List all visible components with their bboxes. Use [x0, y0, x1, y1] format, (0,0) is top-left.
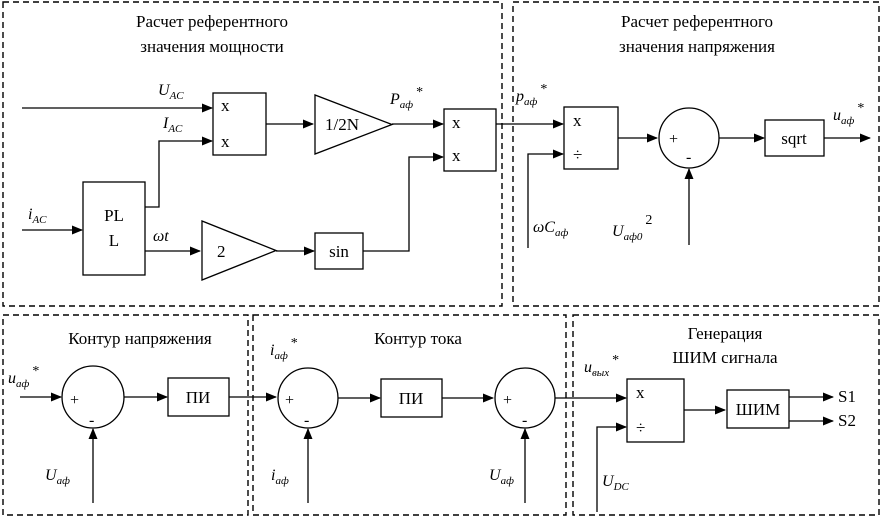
wire-sin-to-mult2	[363, 152, 444, 252]
wire-i-ac-cap	[145, 136, 213, 208]
pi-controller-current	[380, 378, 443, 418]
label-i-af-ref: iаф*	[270, 336, 298, 362]
label-omega-c: ωCаф	[533, 219, 568, 239]
wire-u-dc	[596, 422, 627, 512]
multiplier-2-input-x-top: x	[452, 113, 461, 132]
frame-current-loop	[252, 314, 567, 516]
pll-label-line1: PL	[104, 206, 124, 225]
label-p-af-ref-lower: pаф*	[515, 82, 547, 108]
sum-vr-minus: -	[686, 149, 691, 166]
label-u-af-fb-voltage: Uаф	[45, 467, 70, 487]
wire-omega-c	[527, 149, 564, 248]
multiplier-2-input-x-bottom: x	[452, 146, 461, 165]
power-title-line1: Расчет референтного	[136, 12, 288, 31]
sum-out-plus: +	[503, 392, 512, 409]
divider-2-input-x: x	[636, 383, 645, 402]
label-omega-t: ωt	[153, 228, 169, 245]
frame-voltage-reference	[512, 1, 880, 307]
sum-cl-plus: +	[285, 392, 294, 409]
label-i-ac: iAC	[28, 206, 47, 226]
pll-label-line2: L	[109, 231, 119, 250]
pwm-block	[726, 389, 790, 429]
sum-vl-minus: -	[89, 412, 94, 429]
label-i-af-fb: iаф	[271, 467, 289, 487]
frame-voltage-loop	[2, 314, 249, 516]
sin-label: sin	[329, 242, 349, 261]
pi-voltage-label: ПИ	[186, 388, 211, 407]
divider-block-2	[626, 378, 685, 443]
label-u-af-ref-out: uаф*	[833, 101, 864, 127]
multiplier-block-2	[443, 108, 497, 172]
divider-1-input-x: x	[573, 111, 582, 130]
divider-2-input-div: ÷	[636, 418, 645, 437]
voltage-title-line2: значения напряжения	[619, 37, 775, 56]
gain-two-label: 2	[217, 242, 226, 261]
label-u-ac: UAC	[158, 82, 184, 102]
sum-vr-plus: +	[669, 131, 678, 148]
pll-block	[82, 181, 146, 276]
label-s2: S2	[838, 411, 856, 430]
gain-half-n-label: 1/2N	[325, 115, 359, 134]
label-u-af-fb-current: Uаф	[489, 467, 514, 487]
pi-current-label: ПИ	[399, 389, 424, 408]
sqrt-label: sqrt	[781, 129, 807, 148]
gain-half-n-block	[314, 94, 394, 155]
pwm-title-line1: Генерация	[688, 324, 763, 343]
multiplier-block-1	[212, 92, 267, 156]
multiplier-1-input-x-bottom: x	[221, 132, 230, 151]
label-u-af-ref-in: uаф*	[8, 364, 39, 390]
pwm-label: ШИМ	[736, 400, 781, 419]
sum-vl-plus: +	[70, 392, 79, 409]
label-u-af0: Uаф02	[612, 213, 652, 243]
divider-block-1	[563, 106, 619, 170]
voltage-title-line1: Расчет референтного	[621, 12, 773, 31]
frame-power-reference	[2, 1, 503, 307]
power-title-line2: значения мощности	[140, 37, 283, 56]
label-u-vyh-ref: uвых*	[584, 353, 619, 379]
label-p-af-ref: Pаф*	[389, 85, 423, 111]
sqrt-block	[764, 119, 825, 157]
pwm-title-line2: ШИМ сигнала	[672, 348, 778, 367]
frame-pwm-generation	[572, 314, 880, 516]
label-i-ac-cap: IAC	[162, 115, 183, 135]
sum-cl-minus: -	[304, 412, 309, 429]
multiplier-1-input-x-top: x	[221, 96, 230, 115]
divider-1-input-div: ÷	[573, 145, 582, 164]
pi-controller-voltage	[167, 377, 230, 417]
label-s1: S1	[838, 387, 856, 406]
current-loop-title: Контур тока	[374, 329, 462, 348]
sum-out-minus: -	[522, 412, 527, 429]
label-u-dc: UDC	[602, 473, 630, 493]
voltage-loop-title: Контур напряжения	[68, 329, 212, 348]
gain-two-block	[201, 220, 278, 281]
